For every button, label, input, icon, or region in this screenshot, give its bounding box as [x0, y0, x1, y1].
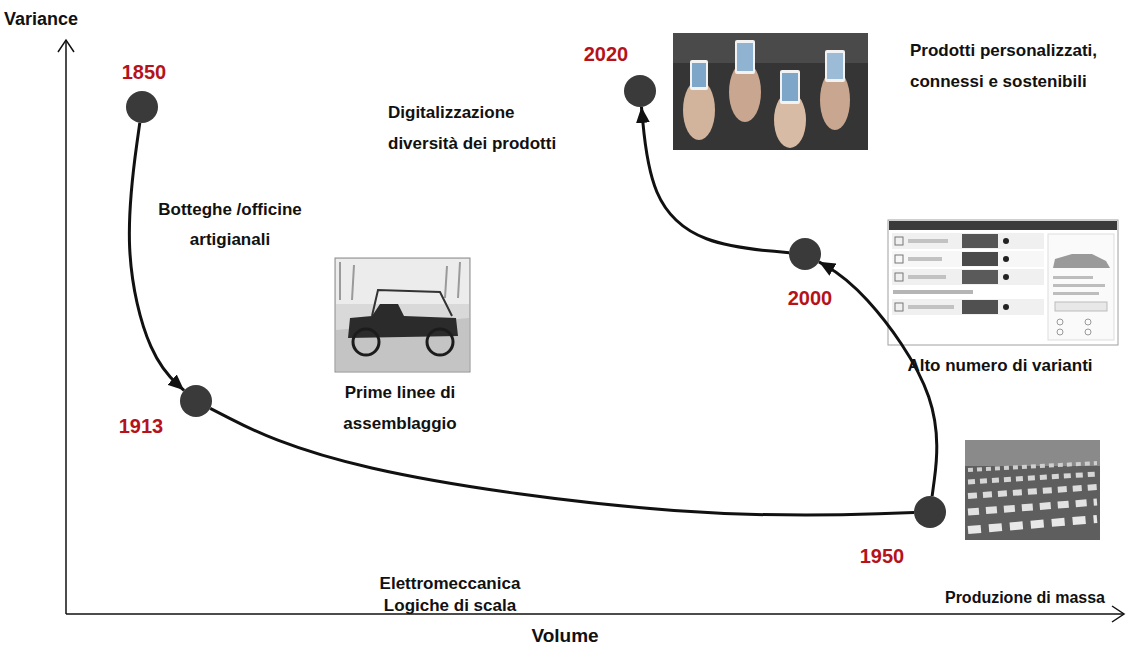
axis-label: Volume — [485, 624, 645, 647]
phone — [825, 50, 845, 82]
screen-text-bar — [1053, 292, 1099, 295]
phone — [735, 40, 755, 74]
connectors — [129, 107, 936, 515]
car-wheel — [353, 329, 379, 355]
screen-dot — [1003, 256, 1009, 262]
phone-screen — [692, 63, 706, 87]
x-axis-arrow — [1112, 606, 1124, 622]
screen-checkbox — [895, 237, 903, 245]
machine-row — [968, 519, 1097, 530]
machine-row — [968, 487, 1097, 496]
phone-screen — [737, 43, 753, 71]
phone — [690, 60, 708, 90]
screen-thumbnail — [962, 252, 998, 266]
screen-thumbnail — [962, 234, 998, 248]
screen-dot — [1003, 238, 1009, 244]
screen-checkbox — [895, 303, 903, 311]
caption-label: Alto numero di varianti — [895, 355, 1105, 377]
caption-label: Prodotti personalizzati, connessi e sost… — [910, 35, 1120, 97]
milestone-dot: 1850 — [126, 91, 158, 123]
timeline-arrow — [819, 262, 937, 496]
phone-screen — [827, 53, 843, 79]
screen-menu-bar — [889, 221, 1117, 230]
screen-checkbox — [895, 255, 903, 263]
edge-label: Digitalizzazione diversità dei prodotti — [388, 97, 573, 159]
caption-label: Prime linee di assemblaggio — [325, 377, 475, 439]
x-axis — [66, 613, 1124, 615]
configurator-screenshot — [888, 220, 1118, 345]
y-axis-arrow — [58, 40, 74, 52]
screen-button — [1055, 302, 1107, 311]
screen-row — [892, 233, 1044, 249]
milestone-dot: 1913 — [180, 385, 212, 417]
photo-frame — [335, 258, 470, 372]
screen-row — [892, 251, 1044, 267]
screen-icon — [1057, 329, 1063, 335]
car-wheel — [427, 329, 453, 355]
screen-icon — [1085, 319, 1091, 325]
timeline-arrow — [210, 408, 914, 515]
car-photo — [335, 258, 470, 372]
year-label: 1850 — [122, 60, 167, 84]
year-label: 2000 — [788, 286, 833, 310]
axis-label: Produzione di massa — [925, 589, 1105, 607]
screen-text-bar — [908, 275, 946, 279]
photo-frame — [965, 440, 1100, 540]
screen-text-bar — [908, 239, 948, 243]
timeline-arrow — [641, 107, 789, 253]
screen-car — [1053, 254, 1110, 268]
machine-row — [968, 463, 1097, 470]
screen-dot — [1003, 274, 1009, 280]
timeline-arrow — [129, 123, 184, 391]
milestone-dot: 2000 — [789, 238, 821, 270]
edge-label: Botteghe /officine artigianali — [147, 195, 313, 255]
screen-frame — [888, 220, 1118, 345]
year-label: 1913 — [119, 414, 164, 438]
screen-icon — [1085, 329, 1091, 335]
screen-side-panel — [1048, 234, 1114, 340]
screen-text-bar — [1053, 284, 1105, 287]
phone — [780, 70, 800, 104]
screen-row — [892, 269, 1044, 285]
y-axis — [65, 40, 67, 614]
screen-dot — [1003, 304, 1009, 310]
machine-row — [968, 474, 1097, 482]
screen-thumbnail — [962, 270, 998, 284]
smartphones-photo — [673, 33, 868, 150]
screen-thumbnail — [962, 300, 998, 314]
screen-checkbox — [895, 273, 903, 281]
screen-text-bar — [908, 305, 954, 309]
screen-icon — [1057, 319, 1063, 325]
milestone-dot: 2020 — [624, 75, 656, 107]
axes — [58, 40, 1124, 622]
milestone-dot: 1950 — [914, 496, 946, 528]
year-label: 1950 — [860, 544, 905, 568]
screen-row — [892, 299, 1044, 315]
edge-label: Elettromeccanica Logiche di scala — [365, 573, 535, 617]
axis-label: Variance — [4, 8, 124, 30]
phone-screen — [782, 73, 798, 101]
car-body — [348, 304, 458, 338]
factory-photo — [965, 440, 1100, 540]
screen-text-bar — [1053, 276, 1093, 279]
photo-frame — [673, 33, 868, 150]
machine-row — [968, 502, 1097, 512]
screen-text-bar — [908, 257, 942, 261]
screen-text-bar — [893, 290, 973, 294]
year-label: 2020 — [584, 42, 629, 66]
photo-sky — [336, 259, 469, 304]
